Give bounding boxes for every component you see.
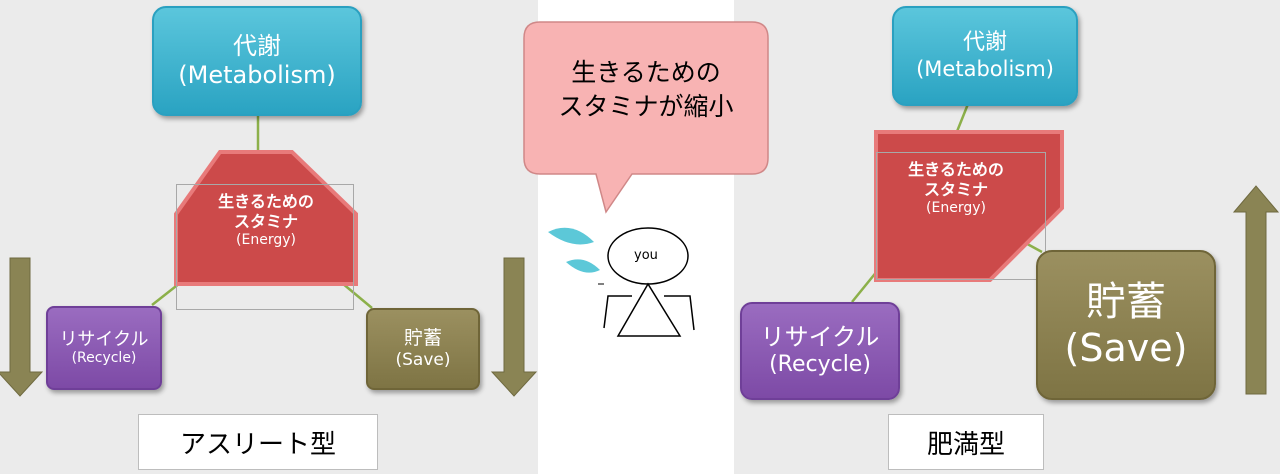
save-up-arrow — [1232, 185, 1280, 395]
metabolism-label-en: (Metabolism) — [916, 56, 1054, 81]
bubble-line1: 生きるための — [571, 58, 721, 87]
recycle-label-en: (Recycle) — [769, 352, 871, 378]
connector-line — [954, 103, 970, 135]
energy-label: 生きるための スタミナ (Energy) — [880, 160, 1032, 218]
energy-line-en: (Energy) — [926, 200, 986, 216]
energy-line-en: (Energy) — [236, 232, 296, 248]
energy-outline — [176, 184, 354, 310]
connector-line — [341, 282, 373, 309]
save-label-en: (Save) — [1064, 326, 1188, 371]
metabolism-label-jp: 代謝 — [233, 32, 281, 61]
metabolism-label-en: (Metabolism) — [178, 61, 336, 89]
bubble-text: 生きるための スタミナが縮小 — [530, 56, 762, 124]
recycle-label-jp: リサイクル — [59, 328, 149, 350]
metabolism-box: 代謝 (Metabolism) — [152, 6, 362, 116]
speech-bubble — [523, 21, 769, 214]
recycle-box: リサイクル (Recycle) — [740, 302, 900, 400]
energy-line1: 生きるための — [908, 160, 1004, 179]
energy-label: 生きるための スタミナ (Energy) — [180, 192, 352, 250]
figure-right-arm — [664, 295, 695, 331]
energy-line2: スタミナ — [233, 212, 298, 231]
save-box: 貯蓄 (Save) — [1036, 250, 1216, 400]
recycle-down-arrow — [0, 257, 44, 397]
save-label-jp: 貯蓄 — [1086, 279, 1166, 326]
sweat-drop-icon — [548, 227, 594, 245]
connector-line — [851, 269, 879, 303]
metabolism-label-jp: 代謝 — [962, 30, 1007, 56]
obese-type-title: 肥満型 — [888, 414, 1044, 470]
save-box: 貯蓄 (Save) — [366, 308, 480, 390]
recycle-label-jp: リサイクル — [760, 323, 880, 352]
recycle-label-en: (Recycle) — [71, 350, 137, 367]
bubble-line2: スタミナが縮小 — [558, 91, 734, 121]
figure-body — [616, 282, 682, 337]
metabolism-box: 代謝 (Metabolism) — [892, 6, 1078, 106]
you-label: you — [634, 248, 658, 263]
energy-line1: 生きるための — [218, 192, 314, 211]
connector-line — [151, 282, 181, 306]
athlete-type-title: アスリート型 — [138, 414, 378, 470]
save-label-jp: 貯蓄 — [403, 327, 442, 350]
save-label-en: (Save) — [395, 350, 451, 371]
save-down-arrow — [490, 257, 538, 397]
energy-outline — [876, 152, 1046, 280]
sweat-drop-icon — [566, 259, 600, 273]
recycle-box: リサイクル (Recycle) — [46, 306, 162, 390]
figure-left-arm — [603, 295, 632, 329]
energy-line2: スタミナ — [923, 180, 988, 199]
